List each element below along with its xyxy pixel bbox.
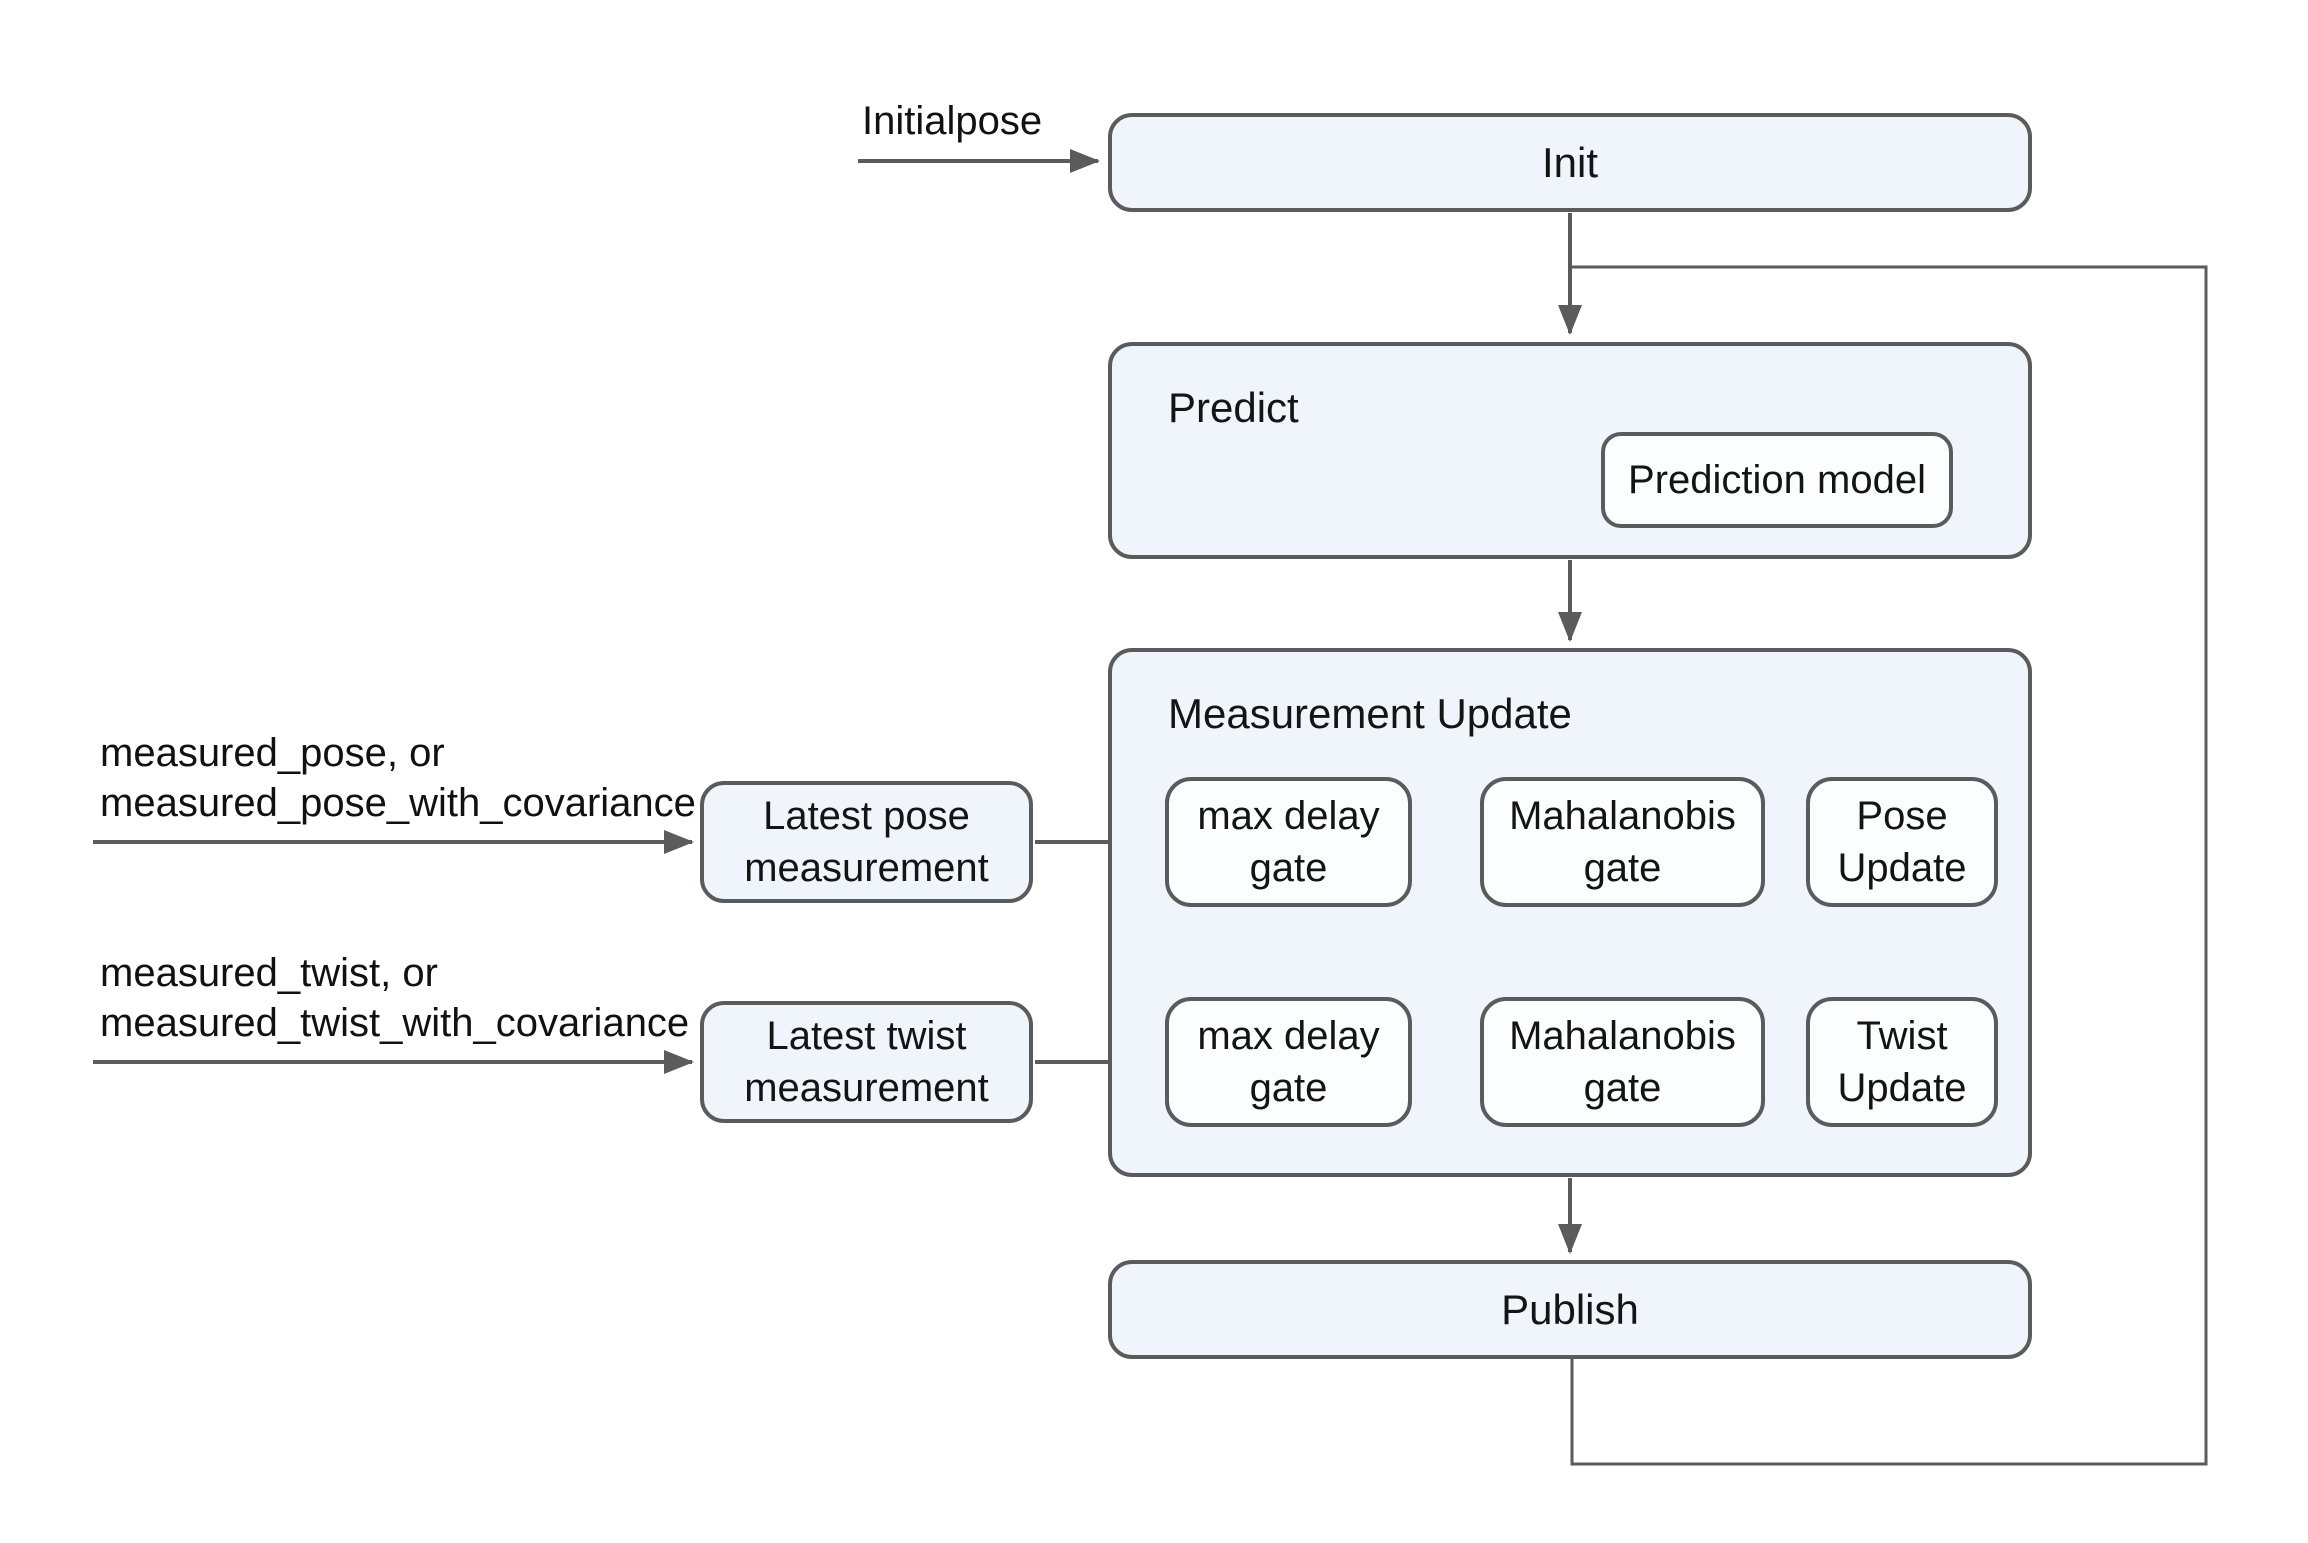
latest-twist-measurement-label: Latest twist measurement [744, 1014, 989, 1110]
latest-twist-measurement-node: Latest twist measurement [700, 1001, 1033, 1123]
prediction-model-label: Prediction model [1628, 458, 1926, 502]
pose-update-node: Pose Update [1806, 777, 1998, 907]
measured-twist-label-line1: measured_twist, or [100, 951, 438, 995]
latest-pose-measurement-label: Latest pose measurement [744, 794, 989, 890]
measured-pose-label: measured_pose, or measured_pose_with_cov… [100, 728, 696, 828]
init-node: Init [1108, 113, 2032, 212]
measured-twist-label-line2: measured_twist_with_covariance [100, 1001, 690, 1045]
edge-feedback-loop [1570, 265, 2208, 1466]
pose-update-label: Pose Update [1837, 794, 1967, 890]
twist-update-label: Twist Update [1837, 1014, 1967, 1110]
predict-title: Predict [1168, 384, 1299, 431]
initialpose-label: Initialpose [862, 99, 1043, 143]
predict-node: Predict Prediction model [1108, 342, 2032, 559]
max-delay-gate-twist-label: max delay gate [1197, 1014, 1380, 1110]
max-delay-gate-pose-label: max delay gate [1197, 794, 1380, 890]
measured-pose-label-line2: measured_pose_with_covariance [100, 781, 696, 825]
latest-pose-measurement-node: Latest pose measurement [700, 781, 1033, 903]
mahalanobis-gate-twist-label: Mahalanobis gate [1509, 1014, 1736, 1110]
init-label: Init [1541, 138, 1599, 186]
mahalanobis-gate-pose-label: Mahalanobis gate [1509, 794, 1736, 890]
mahalanobis-gate-twist-node: Mahalanobis gate [1480, 997, 1765, 1127]
publish-label: Publish [1501, 1285, 1639, 1333]
prediction-model-node: Prediction model [1601, 432, 1953, 528]
publish-node: Publish [1108, 1260, 2032, 1359]
twist-update-node: Twist Update [1806, 997, 1998, 1127]
max-delay-gate-twist-node: max delay gate [1165, 997, 1412, 1127]
measurement-update-title: Measurement Update [1168, 690, 1572, 737]
max-delay-gate-pose-node: max delay gate [1165, 777, 1412, 907]
mahalanobis-gate-pose-node: Mahalanobis gate [1480, 777, 1765, 907]
measured-pose-label-line1: measured_pose, or [100, 731, 445, 775]
measured-twist-label: measured_twist, or measured_twist_with_c… [100, 948, 689, 1048]
